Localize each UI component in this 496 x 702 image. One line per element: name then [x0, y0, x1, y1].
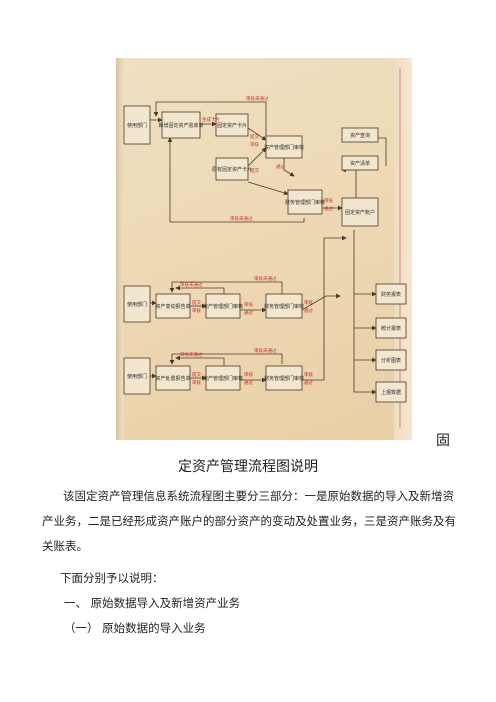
flow-account-to-report-data — [353, 360, 377, 395]
box-user-dept-2 — [123, 285, 151, 323]
flow-account-to-analysis — [353, 328, 377, 363]
label-finance-dept-review-3: 财务管理部门审核 — [264, 375, 304, 382]
edge-label-review-8: 审核 — [304, 371, 313, 378]
flow-orig-card-to-finance — [247, 181, 289, 196]
flow-finance2-fail-back — [169, 281, 283, 294]
label-user-dept-1: 使用部门 — [127, 122, 147, 129]
flow-mgmt3-fail-back — [175, 355, 225, 366]
explanation-lead: 下面分别予以说明： — [60, 571, 164, 585]
edge-label-submit-4: 提交 — [192, 371, 201, 378]
edge-label-review-1: 审核 — [250, 141, 259, 148]
label-original-asset-card: 原有固定资产卡片 — [212, 166, 252, 173]
edge-label-review-fail-2b: 审核未通过 — [180, 281, 203, 288]
box-user-dept-1 — [123, 105, 151, 145]
flowchart-svg: 使用部门 新增固定资产验收单 固定资产卡片 原有固定资产卡片 资产管理部门审核 … — [123, 95, 407, 403]
edge-label-generate-card: 生成卡片 — [202, 116, 220, 123]
box-asset-list — [341, 155, 379, 171]
label-finance-report: 财务报表 — [381, 291, 401, 298]
edge-label-review-3: 审核 — [192, 307, 201, 314]
flow-mgmt-to-finance — [283, 156, 295, 177]
edge-label-review-fail-top: 审核未通过 — [246, 95, 269, 102]
box-finance-dept-review-3 — [265, 365, 303, 391]
label-asset-query: 资产查询 — [350, 132, 370, 139]
label-report-data: 上报数据 — [381, 389, 401, 396]
box-asset-query — [341, 127, 379, 143]
box-finance-report — [375, 283, 407, 305]
box-statistics-report — [375, 317, 407, 339]
edge-label-review-2: 审核 — [324, 197, 333, 204]
label-user-dept-3: 使用部门 — [127, 373, 147, 380]
edge-label-submit-1: 提交 — [250, 133, 259, 140]
flow-account-to-finance-report — [353, 230, 377, 297]
edge-label-submit-2: 提交 — [250, 167, 259, 174]
edge-label-pass-4: 通过 — [304, 307, 313, 314]
label-new-asset-receipt: 新增固定资产验收单 — [158, 122, 203, 129]
label-fixed-asset-account: 固定资产账户 — [345, 209, 375, 216]
label-change-report: 资产变动报告单 — [155, 303, 190, 310]
box-fixed-asset-card — [215, 113, 249, 137]
box-mgmt-dept-review — [265, 135, 303, 159]
edge-label-review-4: 审核 — [244, 301, 253, 308]
label-analysis-chart: 分析图表 — [381, 357, 401, 364]
box-finance-dept-review-2 — [265, 293, 303, 319]
flow-mgmt2-fail-back — [175, 285, 225, 294]
edge-label-review-7: 审核 — [244, 371, 253, 378]
label-finance-dept-review-2: 财务管理部门审核 — [264, 303, 304, 310]
edge-label-review-fail-2a: 审核未通过 — [254, 275, 277, 282]
section-heading-1: 一、 原始数据导入及新增资产业务 — [64, 596, 241, 610]
subsection-heading-1: （一） 原始数据的导入业务 — [64, 621, 206, 635]
edge-label-submit-3: 提交 — [192, 299, 201, 306]
box-disposal-report — [155, 365, 191, 391]
flow-mgmt-fail-back — [153, 101, 267, 136]
edge-label-review-fail-3b: 审核未通过 — [180, 351, 203, 358]
flow-card-to-mgmt — [247, 127, 267, 141]
label-user-dept-2: 使用部门 — [127, 301, 147, 308]
label-mgmt-dept-review-2: 资产管理部门审核 — [203, 303, 243, 310]
label-disposal-report: 资产处置报告单 — [155, 375, 190, 382]
caption-first-char: 固 — [436, 433, 450, 449]
flow-account-to-list — [341, 167, 357, 198]
label-finance-dept-review: 财务管理部门审核 — [285, 199, 325, 206]
box-fixed-asset-account — [341, 197, 379, 227]
intro-paragraph: 该固定资产管理信息系统流程图主要分三部分：一是原始数据的导入及新增资产业务，二是… — [42, 489, 456, 553]
flow-finance2-to-account — [301, 293, 341, 311]
label-mgmt-dept-review-3: 资产管理部门审核 — [203, 375, 243, 382]
label-asset-list: 资产清单 — [350, 160, 370, 167]
edge-label-pass-1: 通过 — [276, 163, 285, 170]
edge-label-review-6: 审核 — [192, 379, 201, 386]
label-statistics-report: 统计报表 — [381, 325, 401, 332]
figure-caption: 定资产管理流程图说明 — [178, 459, 318, 475]
edge-label-review-fail-mid: 审核未通过 — [230, 215, 253, 222]
box-report-data — [375, 381, 407, 403]
box-change-report — [155, 293, 191, 319]
box-analysis-chart — [375, 349, 407, 371]
box-user-dept-3 — [123, 357, 151, 395]
edge-label-pass-5: 通过 — [244, 379, 253, 386]
edge-label-review-fail-3a: 审核未通过 — [254, 347, 277, 354]
figure-right-strip — [394, 58, 412, 440]
label-fixed-asset-card: 固定资产卡片 — [217, 122, 247, 129]
flow-orig-card-to-mgmt — [247, 147, 267, 167]
flow-account-to-stat-report — [353, 294, 377, 331]
box-original-asset-card — [215, 157, 249, 181]
edge-label-review-5: 审核 — [304, 299, 313, 306]
box-mgmt-dept-review-2 — [205, 293, 241, 319]
figure-page-edge — [116, 58, 124, 440]
box-new-asset-receipt — [161, 111, 201, 139]
flow-finance3-to-account — [302, 235, 347, 381]
flow-finance3-fail-back — [169, 353, 283, 365]
flow-finance-fail-back — [167, 137, 305, 223]
edge-label-pass-2: 通过 — [324, 205, 333, 212]
figure-red-rule — [399, 68, 401, 428]
edge-label-pass-3: 通过 — [244, 309, 253, 316]
box-finance-dept-review — [287, 189, 323, 215]
box-mgmt-dept-review-3 — [205, 365, 241, 391]
edge-label-pass-6: 通过 — [304, 379, 313, 386]
label-mgmt-dept-review: 资产管理部门审核 — [264, 144, 304, 151]
flowchart-figure: 使用部门 新增固定资产验收单 固定资产卡片 原有固定资产卡片 资产管理部门审核 … — [116, 58, 412, 440]
